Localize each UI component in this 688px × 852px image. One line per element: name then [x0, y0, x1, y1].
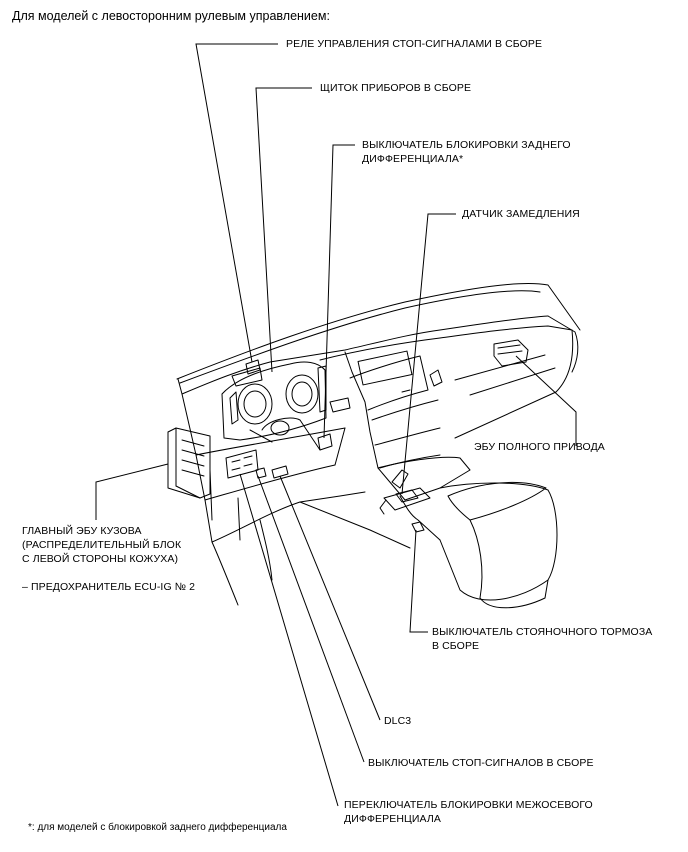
label-body-ecu-1: ГЛАВНЫЙ ЭБУ КУЗОВА — [22, 525, 142, 537]
stop-light-relay — [245, 359, 261, 375]
passenger-dash — [439, 325, 574, 439]
leader-stop-relay — [195, 43, 278, 363]
label-parking-brake-2: В СБОРЕ — [432, 640, 480, 652]
center-console — [377, 456, 471, 501]
label-parking-brake-1: ВЫКЛЮЧАТЕЛЬ СТОЯНОЧНОГО ТОРМОЗА — [432, 626, 653, 638]
leader-parking — [409, 529, 428, 633]
label-body-ecu-2: (РАСПРЕДЕЛИТЕЛЬНЫЙ БЛОК — [22, 539, 182, 551]
speedometer — [237, 383, 273, 425]
page-heading: Для моделей с левосторонним рулевым упра… — [12, 9, 330, 23]
parking-brake-switch — [411, 521, 425, 533]
footnote: *: для моделей с блокировкой заднего диф… — [28, 822, 287, 833]
leader-cluster — [255, 87, 312, 373]
label-center-diff-1: ПЕРЕКЛЮЧАТЕЛЬ БЛОКИРОВКИ МЕЖОСЕВОГО — [344, 799, 593, 811]
label-stop-relay: РЕЛЕ УПРАВЛЕНИЯ СТОП-СИГНАЛАМИ В СБОРЕ — [286, 38, 543, 50]
armrest — [447, 481, 547, 521]
leader-dlc3 — [279, 475, 381, 721]
leader-awd — [515, 355, 577, 446]
dashboard-top — [181, 315, 549, 395]
awd-ecu — [493, 339, 529, 367]
leader-body-ecu — [95, 463, 169, 520]
label-stop-switch: ВЫКЛЮЧАТЕЛЬ СТОП-СИГНАЛОВ В СБОРЕ — [368, 757, 594, 769]
label-fuse: – ПРЕДОХРАНИТЕЛЬ ECU-IG № 2 — [22, 581, 196, 593]
leader-decel — [401, 213, 456, 495]
leader-center-diff — [239, 473, 339, 807]
stop-light-switch — [255, 467, 267, 479]
leader-stop-switch — [257, 475, 365, 763]
center-diff-switch-panel — [225, 449, 259, 479]
label-awd-ecu: ЭБУ ПОЛНОГО ПРИВОДА — [474, 441, 605, 453]
shift-lever — [391, 469, 409, 489]
label-dlc3: DLC3 — [384, 715, 412, 727]
label-decel-sensor: ДАТЧИК ЗАМЕДЛЕНИЯ — [462, 208, 580, 220]
label-rear-diff-lock-1: ВЫКЛЮЧАТЕЛЬ БЛОКИРОВКИ ЗАДНЕГО — [362, 139, 571, 151]
windshield-outline — [176, 283, 581, 380]
label-center-diff-2: ДИФФЕРЕНЦИАЛА — [344, 813, 441, 825]
center-stack — [344, 351, 379, 469]
leader-rear-diff — [323, 144, 355, 439]
center-display — [357, 350, 413, 386]
label-body-ecu-3: С ЛЕВОЙ СТОРОНЫ КОЖУХА) — [22, 553, 179, 565]
deceleration-sensor — [395, 489, 419, 503]
instrument-cluster — [221, 361, 327, 441]
tachometer — [285, 374, 319, 414]
rear-diff-lock-switch — [317, 433, 333, 451]
main-body-ecu — [167, 427, 211, 499]
driver-lower-dash — [181, 393, 213, 543]
label-cluster: ЩИТОК ПРИБОРОВ В СБОРЕ — [320, 82, 472, 94]
dlc3-connector — [271, 465, 289, 479]
label-rear-diff-lock-2: ДИФФЕРЕНЦИАЛА* — [362, 153, 464, 165]
steering-column — [261, 417, 321, 451]
